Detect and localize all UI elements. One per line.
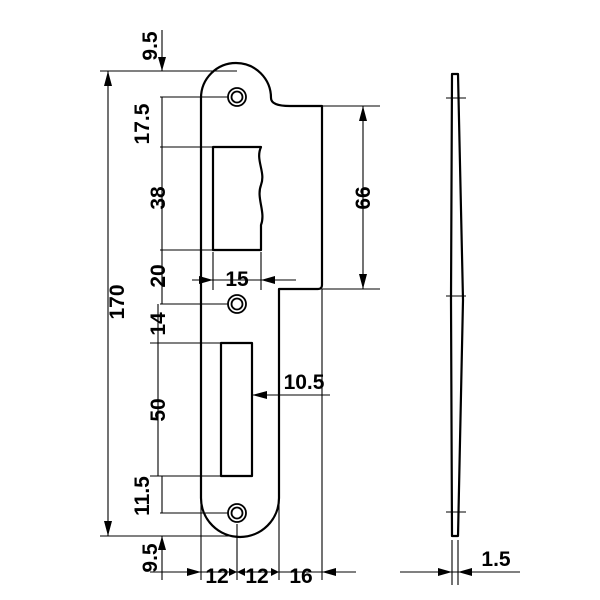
dim-width-right: 16	[289, 565, 312, 588]
bottom-hole-inner	[230, 506, 244, 520]
upper-cutout	[211, 145, 264, 252]
dimension-labels: 9.5 17.5 38 20 170 14 50 11.5 9.5 66 15 …	[106, 31, 511, 588]
dim-top-offset: 9.5	[139, 31, 162, 61]
dim-lower-cutout-to-hole: 11.5	[131, 476, 154, 516]
dim-cutout-to-hole: 20	[147, 264, 170, 287]
lower-cutout	[219, 341, 254, 478]
dim-width-left: 12	[205, 565, 228, 588]
dim-thickness: 1.5	[481, 548, 511, 571]
dim-width-mid: 12	[245, 565, 268, 588]
dim-hole-to-lower-cutout: 14	[147, 312, 170, 336]
dim-upper-cutout-width: 15	[225, 268, 249, 291]
dim-tongue-height: 66	[352, 186, 375, 209]
dim-bottom-offset: 9.5	[139, 543, 162, 573]
dim-lower-cutout-offset: 10.5	[284, 371, 325, 394]
dim-hole-to-cutout: 17.5	[131, 103, 154, 144]
dimension-lines	[104, 30, 367, 580]
dim-upper-cutout-height: 38	[147, 186, 170, 210]
extension-lines	[100, 70, 380, 580]
middle-hole-inner	[230, 297, 244, 311]
top-hole-inner	[230, 90, 244, 104]
dim-overall-height: 170	[106, 284, 129, 319]
strike-plate-outline	[199, 61, 324, 539]
dim-lower-cutout-height: 50	[147, 398, 170, 421]
side-view	[400, 72, 520, 585]
